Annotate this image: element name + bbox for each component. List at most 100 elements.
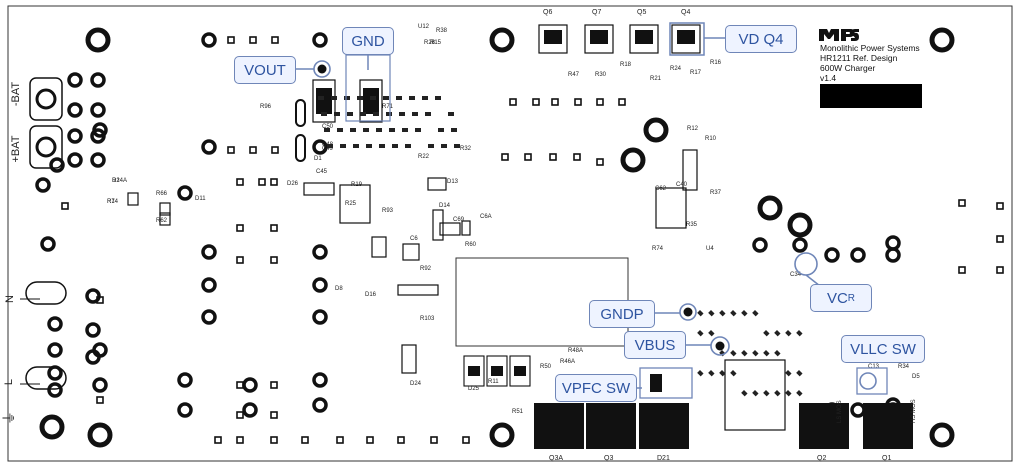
smd-component [724,359,786,431]
ref-designator: R15 [430,40,442,46]
through-hole [885,247,901,263]
via-pad [596,158,604,166]
ref-designator: R30 [595,72,607,78]
board-outline [7,5,1013,462]
smd-component [339,184,371,224]
connector-pad [90,128,106,144]
shunt-resistor-body [491,366,503,376]
smd-pad [708,369,715,377]
connector-pad [67,128,83,144]
smd-component [682,149,698,191]
via-pad [509,98,517,106]
mounting-hole [489,27,515,53]
ref-designator: R14A [112,178,127,184]
ref-designator: R14 [107,199,119,205]
ref-designator: R48A [568,348,583,354]
label-q3a: Q3A [549,455,564,462]
connector-pad [67,72,83,88]
label-q6: Q6 [543,9,553,16]
via-pad [958,199,966,207]
label-q5: Q5 [637,9,647,16]
through-hole [47,342,63,358]
through-hole [312,277,328,293]
via-pad [532,98,540,106]
ref-designator: R35 [686,222,698,228]
mounting-hole [929,422,955,448]
ref-designator: R62 [156,218,168,224]
shunt-resistor-body [514,366,526,376]
ref-designator: R50 [540,364,552,370]
ref-designator: R19 [351,182,363,188]
via-pad [430,436,438,444]
callout-vout: VOUT [234,56,296,84]
smd-pad [796,370,803,377]
via-pad [618,98,626,106]
smd-pad [763,329,770,337]
label-ls-mos: LS MOS [837,400,843,423]
smd-pad [441,144,447,148]
through-hole [35,177,51,193]
smd-pad [360,112,366,116]
smd-pad [363,128,369,132]
brand-line-3: 600W Charger [820,63,876,73]
smd-pad [353,144,359,148]
ref-designator: R22 [418,154,430,160]
via-pad [336,436,344,444]
via-pad [227,146,235,154]
via-pad [549,153,557,161]
through-hole [201,139,217,155]
bat-connector [29,77,63,121]
via-pad [96,396,104,404]
via-pad [270,411,278,419]
probe-point-ring [710,336,730,356]
via-pad [462,436,470,444]
smd-pad [774,390,781,397]
mosfet-body [677,30,695,44]
probe-point [683,307,693,317]
via-pad [301,436,309,444]
smd-pad [774,350,781,357]
via-pad [258,178,266,186]
callout-gndp: GNDP [589,300,655,328]
through-hole [201,309,217,325]
through-hole [201,277,217,293]
via-pad [996,235,1004,243]
smd-component [159,212,171,226]
mounting-hole [787,212,813,238]
smd-pad [422,96,428,100]
via-pad [61,202,69,210]
probe-point-ring [859,372,877,390]
smd-pad [347,112,353,116]
smd-pad [327,144,333,148]
ref-designator: C6A [480,214,492,220]
via-pad [574,98,582,106]
smd-pad [409,96,415,100]
shunt-resistor [463,355,485,387]
smd-pad [402,128,408,132]
through-hole [92,377,108,393]
ref-designator: C45 [316,169,328,175]
label-q1: Q1 [882,455,892,462]
smd-pad [435,96,441,100]
via-pad [270,178,278,186]
through-hole [242,377,258,393]
probe-point [317,64,327,74]
smd-pad [370,96,376,100]
callout-vllc-sw: VLLC SW [841,335,925,363]
output-cap [312,79,336,123]
smd-pad [318,96,324,100]
via-pad [214,436,222,444]
q4-highlight [669,22,705,56]
smd-pad [415,128,421,132]
bat-terminal [35,136,57,158]
ref-designator: C62 [655,186,667,192]
ref-designator: R7 [107,199,115,205]
shunt-resistor [486,355,508,387]
callout-vbus: VBUS [624,331,686,359]
callout-vcr-sub: R [847,292,856,304]
smd-pad [785,389,792,397]
mosfet-footprint [584,24,614,54]
ref-designator: D26 [287,181,299,187]
smd-pad [425,112,431,116]
through-hole [885,235,901,251]
